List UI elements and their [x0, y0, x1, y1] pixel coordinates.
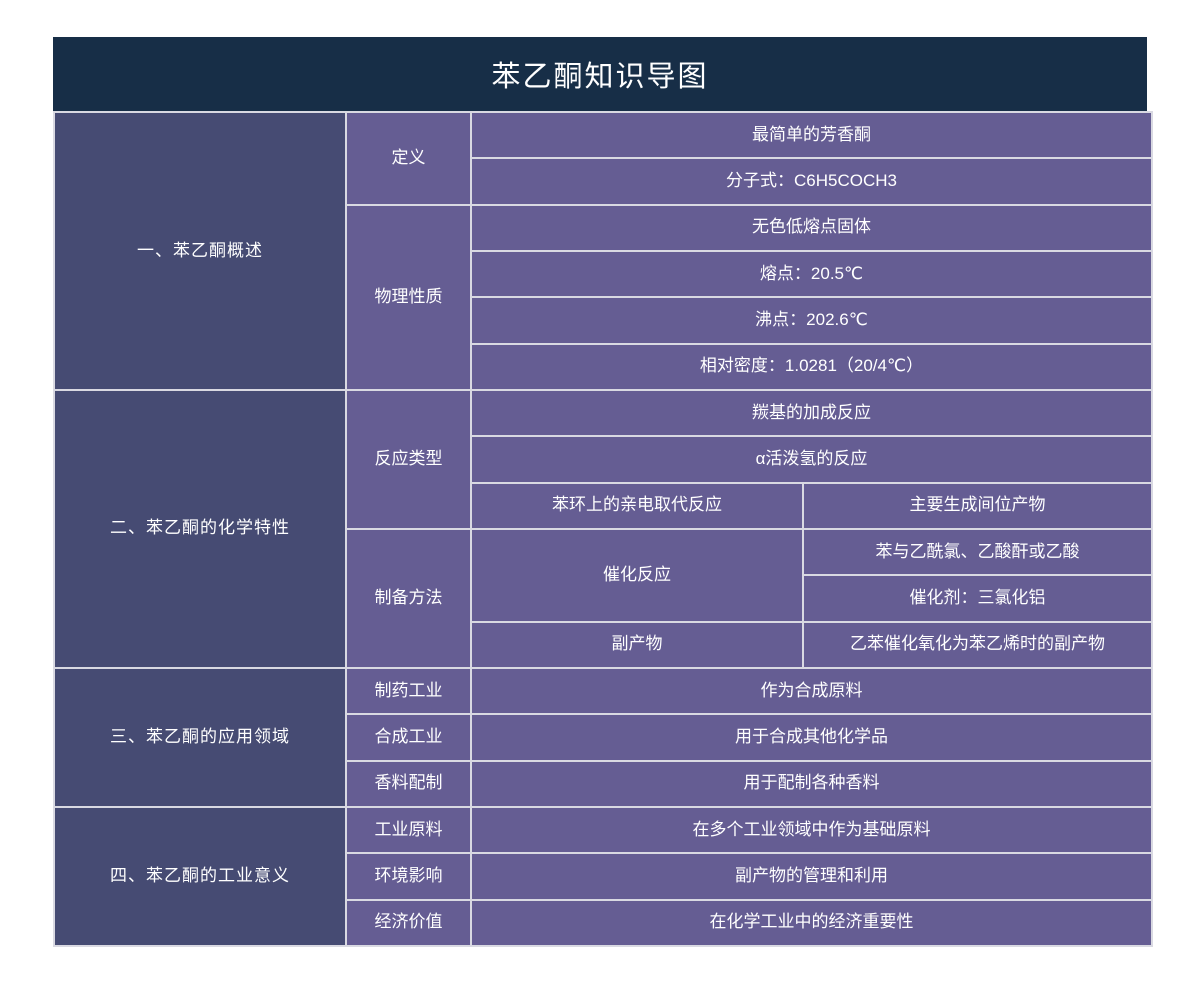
detail-sub-cell[interactable]: 苯与乙酰氯、乙酸酐或乙酸 — [804, 529, 1151, 575]
table-row: 苯环上的亲电取代反应 主要生成间位产物 — [55, 483, 1151, 528]
mindmap-table: 一、苯乙酮概述 定义 最简单的芳香酮 分子式：C6H5COCH3 物理性质 无色… — [53, 111, 1153, 947]
category-label-synthesis-industry[interactable]: 合成工业 — [347, 715, 470, 760]
category-label-preparation-methods[interactable]: 制备方法 — [347, 529, 470, 667]
detail-cell[interactable]: 副产物的管理和利用 — [472, 854, 1151, 899]
table-row: 熔点：20.5℃ — [55, 251, 1151, 297]
table-row: 副产物 乙苯催化氧化为苯乙烯时的副产物 — [55, 622, 1151, 667]
category-label-fragrance-formulation[interactable]: 香料配制 — [347, 761, 470, 806]
table-row: 沸点：202.6℃ — [55, 298, 1151, 343]
category-label-definition[interactable]: 定义 — [347, 113, 470, 204]
page-title-text: 苯乙酮知识导图 — [491, 61, 709, 93]
category-label-industrial-raw-material[interactable]: 工业原料 — [347, 807, 470, 853]
section-label-4[interactable]: 四、苯乙酮的工业意义 — [55, 807, 345, 945]
detail-sub-cell[interactable]: 主要生成间位产物 — [804, 483, 1151, 528]
table-row: 制备方法 催化反应 苯与乙酰氯、乙酸酐或乙酸 — [55, 529, 1151, 667]
detail-cell[interactable]: 用于合成其他化学品 — [472, 715, 1151, 760]
page-title: 苯乙酮知识导图 — [53, 37, 1147, 111]
section-label-3[interactable]: 三、苯乙酮的应用领域 — [55, 668, 345, 806]
table-row: 物理性质 无色低熔点固体 — [55, 205, 1151, 389]
detail-cell[interactable]: 最简单的芳香酮 — [472, 113, 1151, 158]
detail-cell[interactable]: 副产物 — [472, 622, 802, 667]
table-row: 相对密度：1.0281（20/4℃） — [55, 344, 1151, 389]
detail-cell[interactable]: 熔点：20.5℃ — [472, 251, 1151, 297]
detail-cell[interactable]: 催化反应 — [472, 529, 802, 621]
table-row: 分子式：C6H5COCH3 — [55, 159, 1151, 204]
detail-cell[interactable]: 分子式：C6H5COCH3 — [472, 159, 1151, 204]
table-row: 经济价值 在化学工业中的经济重要性 — [55, 900, 1151, 945]
detail-cell[interactable]: 作为合成原料 — [472, 668, 1151, 714]
table-row: 香料配制 用于配制各种香料 — [55, 761, 1151, 806]
category-label-environmental-impact[interactable]: 环境影响 — [347, 854, 470, 899]
detail-cell[interactable]: 在化学工业中的经济重要性 — [472, 900, 1151, 945]
table-row: 合成工业 用于合成其他化学品 — [55, 715, 1151, 760]
mindmap-container: 苯乙酮知识导图 一、苯乙酮概述 定义 最简单的芳香酮 分子式：C6H5COCH3… — [53, 37, 1153, 947]
category-label-reaction-types[interactable]: 反应类型 — [347, 390, 470, 528]
section-label-2[interactable]: 二、苯乙酮的化学特性 — [55, 390, 345, 667]
detail-cell[interactable]: 用于配制各种香料 — [472, 761, 1151, 806]
table-row: 催化剂：三氯化铝 — [55, 576, 1151, 621]
table-row: α活泼氢的反应 — [55, 437, 1151, 482]
detail-cell[interactable]: 无色低熔点固体 — [472, 205, 1151, 250]
detail-sub-cell[interactable]: 催化剂：三氯化铝 — [804, 576, 1151, 621]
category-label-physical-properties[interactable]: 物理性质 — [347, 205, 470, 389]
detail-sub-cell[interactable]: 乙苯催化氧化为苯乙烯时的副产物 — [804, 622, 1151, 667]
table-row: 一、苯乙酮概述 定义 最简单的芳香酮 — [55, 113, 1151, 389]
table-row: 四、苯乙酮的工业意义 工业原料 在多个工业领域中作为基础原料 — [55, 807, 1151, 945]
detail-cell[interactable]: 相对密度：1.0281（20/4℃） — [472, 344, 1151, 389]
table-row: 二、苯乙酮的化学特性 反应类型 羰基的加成反应 — [55, 390, 1151, 667]
detail-cell[interactable]: α活泼氢的反应 — [472, 437, 1151, 482]
section-label-1[interactable]: 一、苯乙酮概述 — [55, 113, 345, 389]
detail-cell[interactable]: 在多个工业领域中作为基础原料 — [472, 807, 1151, 853]
table-row: 环境影响 副产物的管理和利用 — [55, 854, 1151, 899]
category-label-economic-value[interactable]: 经济价值 — [347, 900, 470, 945]
detail-cell[interactable]: 羰基的加成反应 — [472, 390, 1151, 436]
category-label-pharmaceutical-industry[interactable]: 制药工业 — [347, 668, 470, 714]
table-row: 三、苯乙酮的应用领域 制药工业 作为合成原料 — [55, 668, 1151, 806]
detail-cell[interactable]: 苯环上的亲电取代反应 — [472, 483, 802, 528]
detail-cell[interactable]: 沸点：202.6℃ — [472, 298, 1151, 343]
